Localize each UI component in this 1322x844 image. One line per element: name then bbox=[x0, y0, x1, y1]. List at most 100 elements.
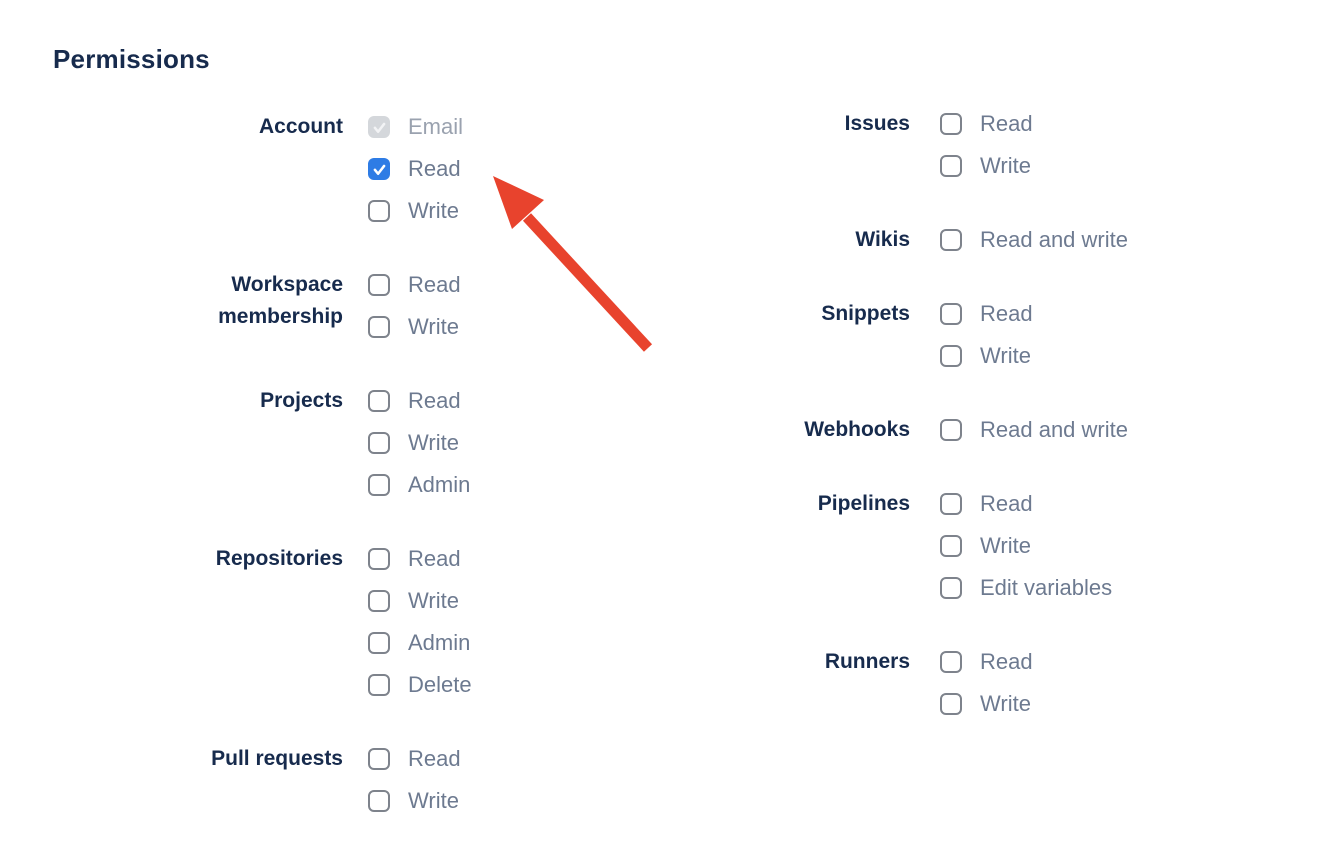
permission-option-label[interactable]: Admin bbox=[408, 630, 471, 655]
permission-group-label: Repositories bbox=[215, 547, 343, 570]
permission-option-projects-admin: Admin bbox=[368, 464, 470, 506]
permission-group-label: Projects bbox=[260, 389, 343, 412]
permission-option-pipelines-edit-variables: Edit variables bbox=[940, 567, 1112, 609]
permission-option-repositories-delete: Delete bbox=[368, 664, 472, 706]
permission-option-label[interactable]: Write bbox=[408, 198, 459, 223]
checkbox-unchecked-icon[interactable] bbox=[368, 432, 390, 454]
permission-option-issues-read: Read bbox=[940, 103, 1033, 145]
permission-option-webhooks-read-and-write: Read and write bbox=[940, 409, 1128, 451]
checkbox-unchecked-icon[interactable] bbox=[940, 493, 962, 515]
checkbox-unchecked-icon[interactable] bbox=[368, 748, 390, 770]
permission-group-webhooks: Webhooks Read and write bbox=[620, 409, 1128, 451]
checkbox-unchecked-icon[interactable] bbox=[368, 790, 390, 812]
permission-option-repositories-admin: Admin bbox=[368, 622, 472, 664]
checkbox-unchecked-icon[interactable] bbox=[368, 632, 390, 654]
permission-option-projects-write: Write bbox=[368, 422, 470, 464]
permission-option-label[interactable]: Read and write bbox=[980, 227, 1128, 252]
permission-options: Read and write bbox=[940, 409, 1128, 451]
permission-option-label[interactable]: Write bbox=[408, 588, 459, 613]
checkbox-unchecked-icon[interactable] bbox=[940, 229, 962, 251]
checkbox-unchecked-icon[interactable] bbox=[940, 113, 962, 135]
permission-option-label[interactable]: Read bbox=[408, 546, 461, 571]
permission-option-pull-requests-read: Read bbox=[368, 738, 461, 780]
permission-option-label[interactable]: Write bbox=[408, 314, 459, 339]
permission-option-label[interactable]: Admin bbox=[408, 472, 471, 497]
permission-option-runners-write: Write bbox=[940, 683, 1033, 725]
permission-option-pipelines-write: Write bbox=[940, 525, 1112, 567]
checkbox-checked-icon[interactable] bbox=[368, 158, 390, 180]
permission-group-label: Issues bbox=[844, 112, 910, 135]
checkbox-unchecked-icon[interactable] bbox=[368, 274, 390, 296]
permission-option-account-read: Read bbox=[368, 148, 463, 190]
permission-option-label[interactable]: Delete bbox=[408, 672, 472, 697]
permission-group-label: Runners bbox=[824, 650, 910, 673]
permission-option-snippets-write: Write bbox=[940, 335, 1033, 377]
checkbox-unchecked-icon[interactable] bbox=[940, 535, 962, 557]
permission-option-label[interactable]: Write bbox=[980, 153, 1031, 178]
checkbox-unchecked-icon[interactable] bbox=[940, 345, 962, 367]
permission-option-workspace-membership-read: Read bbox=[368, 264, 461, 306]
checkbox-unchecked-icon[interactable] bbox=[368, 474, 390, 496]
permission-group-label: Workspace membership bbox=[218, 273, 343, 328]
checkbox-unchecked-icon[interactable] bbox=[940, 693, 962, 715]
checkbox-unchecked-icon[interactable] bbox=[940, 577, 962, 599]
checkbox-unchecked-icon[interactable] bbox=[940, 303, 962, 325]
permission-option-repositories-write: Write bbox=[368, 580, 472, 622]
checkbox-checked-disabled-icon bbox=[368, 116, 390, 138]
permission-option-label[interactable]: Read bbox=[980, 491, 1033, 516]
checkbox-unchecked-icon[interactable] bbox=[368, 548, 390, 570]
permission-option-label[interactable]: Write bbox=[980, 343, 1031, 368]
checkbox-unchecked-icon[interactable] bbox=[368, 590, 390, 612]
permission-option-label[interactable]: Read bbox=[408, 272, 461, 297]
permission-option-workspace-membership-write: Write bbox=[368, 306, 461, 348]
permission-option-label[interactable]: Read and write bbox=[980, 417, 1128, 442]
checkbox-unchecked-icon[interactable] bbox=[940, 419, 962, 441]
permission-option-label[interactable]: Write bbox=[408, 788, 459, 813]
permission-option-repositories-read: Read bbox=[368, 538, 472, 580]
checkbox-unchecked-icon[interactable] bbox=[368, 316, 390, 338]
permission-option-projects-read: Read bbox=[368, 380, 470, 422]
permission-option-label[interactable]: Read bbox=[408, 156, 461, 181]
permission-option-label[interactable]: Read bbox=[980, 649, 1033, 674]
permission-option-label[interactable]: Write bbox=[408, 430, 459, 455]
permission-option-label[interactable]: Read bbox=[980, 301, 1033, 326]
permission-option-label[interactable]: Read bbox=[408, 746, 461, 771]
permission-option-pull-requests-write: Write bbox=[368, 780, 461, 822]
checkbox-unchecked-icon[interactable] bbox=[368, 674, 390, 696]
checkbox-unchecked-icon[interactable] bbox=[940, 651, 962, 673]
permission-options: Read and write bbox=[940, 219, 1128, 261]
permission-group-label: Pipelines bbox=[817, 492, 910, 515]
permission-group-label: Pull requests bbox=[211, 747, 343, 770]
permission-option-account-email: Email bbox=[368, 106, 463, 148]
permission-group-label: Snippets bbox=[821, 302, 910, 325]
permission-option-label[interactable]: Read bbox=[408, 388, 461, 413]
permission-option-label[interactable]: Read bbox=[980, 111, 1033, 136]
permission-option-label[interactable]: Write bbox=[980, 533, 1031, 558]
permission-group-label: Account bbox=[259, 115, 343, 138]
permission-option-label[interactable]: Write bbox=[980, 691, 1031, 716]
checkbox-unchecked-icon[interactable] bbox=[368, 390, 390, 412]
permission-option-account-write: Write bbox=[368, 190, 463, 232]
permission-option-wikis-read-and-write: Read and write bbox=[940, 219, 1128, 261]
permission-option-pipelines-read: Read bbox=[940, 483, 1112, 525]
permission-option-label[interactable]: Edit variables bbox=[980, 575, 1113, 600]
checkbox-unchecked-icon[interactable] bbox=[368, 200, 390, 222]
checkbox-unchecked-icon[interactable] bbox=[940, 155, 962, 177]
